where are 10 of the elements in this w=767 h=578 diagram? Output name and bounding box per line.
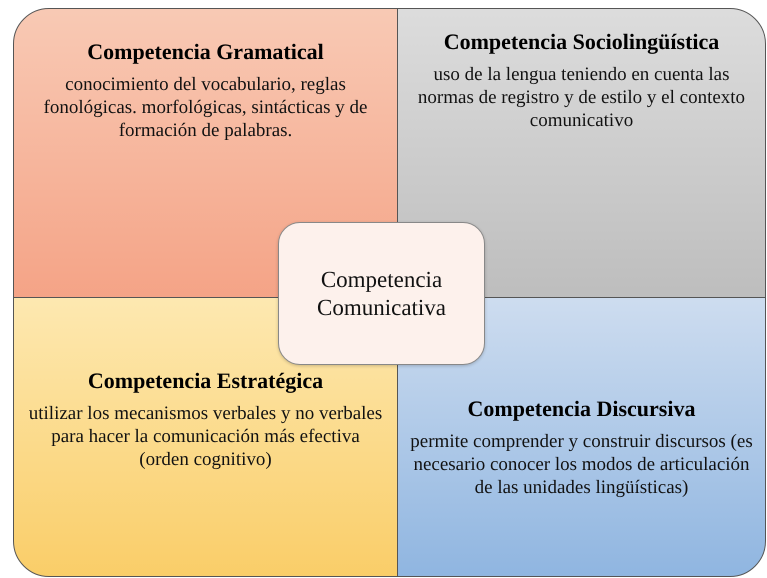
panel-heading: Competencia Estratégica [88, 368, 324, 394]
panel-text: conocimiento del vocabulario, reglas fonológicas. morfológicas, sintácticas y de formación de palabras. [42, 74, 368, 143]
panel-text: uso de la lengua teniendo en cuenta las normas de registro y de estilo y el contexto comunicativo [416, 64, 746, 133]
center-box [278, 222, 485, 365]
panel-heading: Competencia Gramatical [87, 39, 324, 64]
panel-heading: Competencia Discursiva [468, 396, 696, 422]
panel-text: utilizar los mecanismos verbales y no verbales para hacer la comunicación más efectiva (orden cognitivo) [28, 403, 383, 472]
panel-heading: Competencia Sociolingüística [444, 29, 720, 54]
panel-text: permite comprender y construir discursos (es necesario conocer los modos de articulación de las unidades lingüísticas) [409, 431, 754, 500]
center-label: Competencia Comunicativa [316, 266, 448, 322]
